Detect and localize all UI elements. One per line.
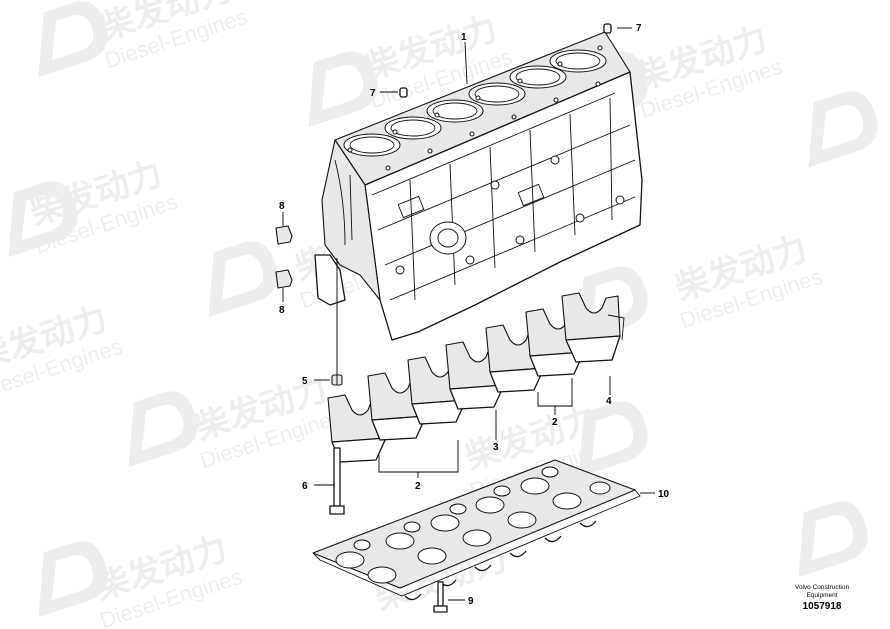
caption-manufacturer: Volvo Construction: [794, 584, 850, 591]
bedplate: [312, 459, 641, 601]
bearing-caps: [327, 292, 625, 463]
bolt-bedplate: [433, 581, 448, 613]
callout-2-left: 2: [415, 481, 421, 492]
bearing-cap-thrust: [561, 292, 625, 363]
watermark-logo: [8, 181, 78, 258]
cylinder-bores: [343, 49, 607, 157]
dowel-pin: [603, 23, 612, 34]
block-details: [334, 92, 636, 301]
callout-1: 1: [461, 32, 467, 43]
cylinder-block: [314, 31, 643, 341]
drawing-number: 1057918: [802, 601, 842, 612]
callout-3: 3: [493, 442, 499, 453]
callout-7-left: 7: [370, 88, 376, 99]
leader-lines: [282, 27, 655, 601]
watermark-logo: [578, 401, 648, 478]
plug: [275, 269, 293, 289]
callout-6: 6: [302, 481, 308, 492]
drawing-caption: Volvo Construction Equipment 1057918: [780, 584, 864, 612]
watermark-logo: [38, 541, 108, 618]
callout-10: 10: [658, 489, 670, 500]
callout-4: 4: [606, 396, 612, 407]
watermark-logo: [208, 241, 278, 318]
callout-9: 9: [468, 596, 474, 607]
watermark-logo: [38, 1, 108, 78]
bedplate-holes: [335, 466, 611, 584]
dowel-pin: [399, 87, 408, 98]
callout-2-right: 2: [552, 417, 558, 428]
watermark-logo: [308, 51, 378, 128]
callout-5: 5: [302, 376, 308, 387]
callouts: 1 7 7 8 8 5 6 2 3 2 4 10 9: [279, 23, 670, 607]
plug: [275, 225, 293, 245]
caption-division: Equipment: [806, 592, 838, 599]
watermark-logo: [798, 501, 868, 578]
deck-holes: [347, 45, 603, 171]
bedplate-bosses: [404, 520, 597, 601]
callout-7-top: 7: [636, 23, 642, 34]
watermark-logo: [808, 91, 878, 168]
callout-8-upper: 8: [279, 201, 285, 212]
bolt-main-bearing: [329, 447, 345, 515]
watermark-logo: [128, 391, 198, 468]
callout-8-lower: 8: [279, 305, 285, 316]
